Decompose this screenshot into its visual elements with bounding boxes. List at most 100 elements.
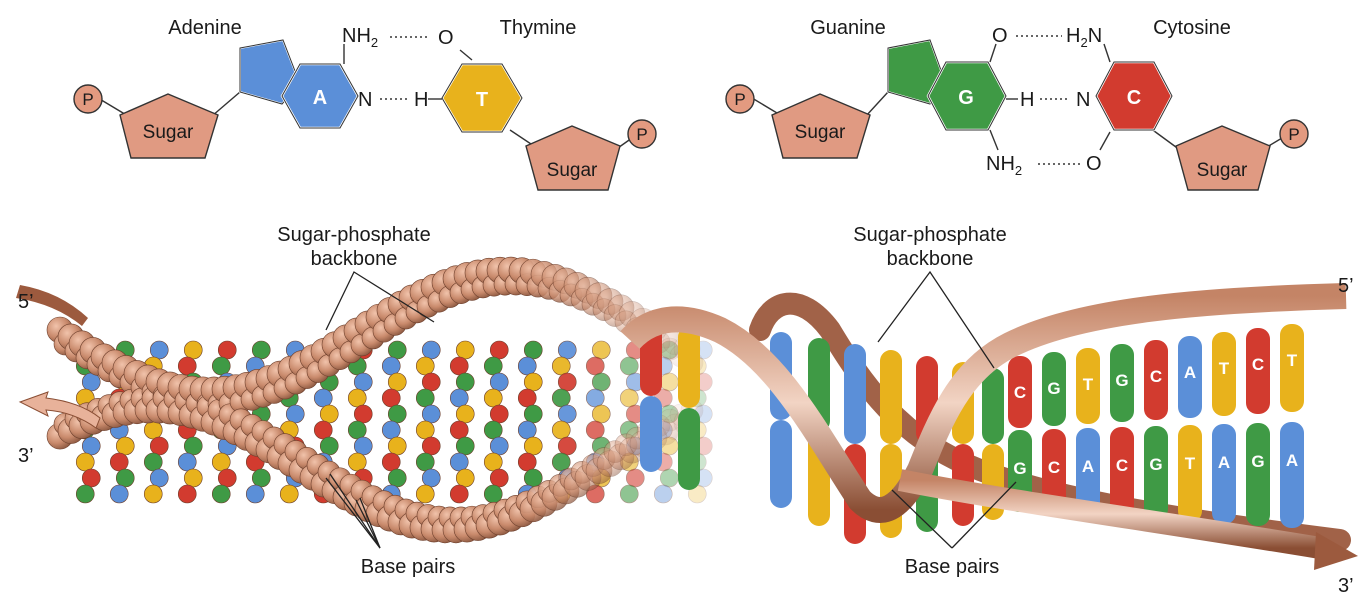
atom-sphere [591, 340, 611, 360]
nh2-label: NH2 [342, 25, 378, 50]
atom-sphere [421, 436, 441, 456]
atom-sphere [591, 404, 611, 424]
atom-sphere [245, 484, 265, 504]
base-rung [1246, 423, 1270, 526]
three-prime-right: 3’ [1338, 575, 1354, 597]
backbone-label-right-line2: backbone [887, 248, 974, 270]
base-letter: G [1149, 455, 1162, 474]
base-rung [1042, 352, 1066, 426]
atom-sphere [183, 436, 203, 456]
backbone-label-left-line2: backbone [311, 248, 398, 270]
base-letter: T [1219, 359, 1230, 378]
atom-sphere [619, 484, 639, 504]
base-rung [1280, 422, 1304, 528]
base-rung [1178, 425, 1202, 522]
atom-sphere [387, 468, 407, 488]
atom-sphere [353, 436, 373, 456]
atom-sphere [517, 388, 537, 408]
atom-sphere [489, 468, 509, 488]
atom-sphere [619, 388, 639, 408]
atom-sphere [415, 356, 435, 376]
atom-sphere [177, 452, 197, 472]
oxygen-label: O [438, 27, 454, 49]
backbone-label-left-line1: Sugar-phosphate [277, 224, 430, 246]
nitrogen-label: N [1076, 89, 1090, 111]
base-letter: T [1287, 351, 1298, 370]
base-letter: C [1014, 383, 1026, 402]
atom-sphere [585, 356, 605, 376]
atom-sphere [517, 452, 537, 472]
base-letter: T [1185, 454, 1196, 473]
base-rung [678, 326, 700, 408]
atom-sphere [387, 340, 407, 360]
atom-sphere [455, 436, 475, 456]
guanine-letter: G [958, 87, 974, 109]
atom-sphere [387, 436, 407, 456]
atom-sphere [149, 340, 169, 360]
base-letter: T [1083, 375, 1094, 394]
atom-sphere [455, 404, 475, 424]
atom-sphere [313, 420, 333, 440]
base-rung [1178, 336, 1202, 418]
atom-sphere [551, 388, 571, 408]
atom-sphere [81, 436, 101, 456]
base-rung [1144, 426, 1168, 520]
atom-sphere [517, 420, 537, 440]
base-rung [1042, 429, 1066, 514]
atom-sphere [619, 356, 639, 376]
atom-sphere [75, 452, 95, 472]
atom-sphere [489, 404, 509, 424]
atom-sphere [585, 388, 605, 408]
base-rung [880, 350, 902, 444]
atom-sphere [517, 356, 537, 376]
atom-sphere [149, 468, 169, 488]
hydrogen-label: H [414, 89, 428, 111]
atom-sphere [217, 468, 237, 488]
atom-sphere [415, 388, 435, 408]
phosphate-label: P [82, 90, 93, 109]
base-letter: G [1047, 379, 1060, 398]
at-pair-diagram: P Sugar A T Sugar P NH2 O N H Adenine Th… [73, 17, 657, 191]
atom-sphere [551, 420, 571, 440]
atom-sphere [347, 420, 367, 440]
base-letter: C [1150, 367, 1162, 386]
sugar-label: Sugar [795, 122, 846, 143]
atom-sphere [483, 452, 503, 472]
atom-sphere [353, 404, 373, 424]
base-rung [1076, 348, 1100, 424]
base-rung [640, 396, 662, 472]
h2n-label: H2N [1066, 25, 1102, 50]
base-letter: A [1082, 457, 1094, 476]
atom-sphere [75, 484, 95, 504]
arrow-left-icon [18, 391, 101, 429]
atom-sphere [211, 484, 231, 504]
base-rung [1110, 427, 1134, 518]
atom-sphere [183, 468, 203, 488]
base-rung [1008, 356, 1032, 428]
base-rung [844, 344, 866, 444]
atom-sphere [659, 372, 679, 392]
base-rung [1246, 328, 1270, 414]
atom-sphere [523, 340, 543, 360]
atom-sphere [523, 436, 543, 456]
atom-sphere [381, 356, 401, 376]
base-pairs-label-right: Base pairs [905, 556, 1000, 578]
phosphate-label: P [734, 90, 745, 109]
sugar-label: Sugar [547, 160, 598, 181]
base-pairs-label-left: Base pairs [361, 556, 456, 578]
atom-sphere [313, 388, 333, 408]
atom-sphere [591, 372, 611, 392]
atom-sphere [211, 452, 231, 472]
atom-sphere [449, 484, 469, 504]
five-prime-left: 5’ [18, 291, 34, 313]
base-letter: G [1013, 459, 1026, 478]
five-prime-right: 5’ [1338, 275, 1354, 297]
guanine-name: Guanine [810, 17, 886, 39]
atom-sphere [523, 372, 543, 392]
sugar-pentagon-icon [119, 93, 219, 159]
base-rung [1144, 340, 1168, 420]
atom-sphere [421, 404, 441, 424]
